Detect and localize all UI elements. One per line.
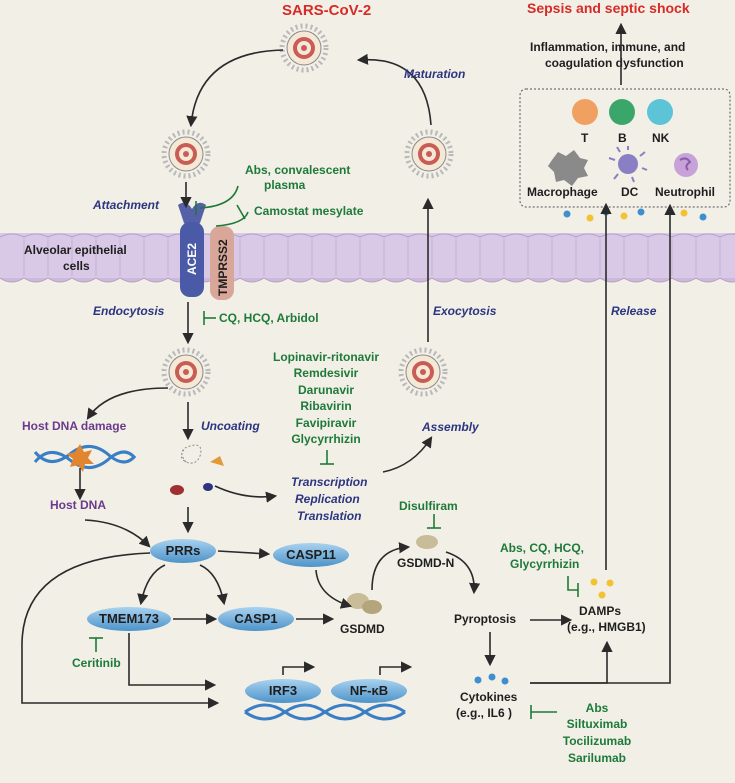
cell-label-t: T xyxy=(581,131,589,145)
immune-cell-box xyxy=(519,88,731,208)
drug-disulfiram: Disulfiram xyxy=(399,499,458,513)
released-particles xyxy=(563,208,707,222)
gsdmd-icon xyxy=(347,593,382,614)
virus-icon-attachment xyxy=(164,132,208,176)
immune-cells xyxy=(548,99,698,186)
pyroptosis-label: Pyroptosis xyxy=(454,612,516,626)
cell-label-b: B xyxy=(618,131,627,145)
drug-damp-2: Glycyrrhizin xyxy=(510,557,579,571)
drug-remdesivir: Remdesivir xyxy=(294,366,359,380)
dna-damage-icon xyxy=(33,444,137,472)
host-dna-label: Host DNA xyxy=(50,498,106,512)
tmem173-label: TMEM173 xyxy=(99,611,159,626)
tmprss2-label: TMPRSS2 xyxy=(216,239,230,296)
host-dna-damage-label: Host DNA damage xyxy=(22,419,127,433)
virus-icon-assembly xyxy=(401,350,445,394)
virus-icon-top xyxy=(282,26,326,70)
inflammation-line-1: Inflammation, immune, and xyxy=(530,40,685,54)
prrs-node xyxy=(150,539,216,563)
diagram-title: SARS-CoV-2 xyxy=(282,2,371,19)
cell-layer-label-1: Alveolar epithelial xyxy=(24,243,127,257)
nfkb-node xyxy=(331,679,407,703)
cell-label-macrophage: Macrophage xyxy=(527,185,598,199)
drug-ribavirin: Ribavirin xyxy=(300,399,351,413)
inflammation-line-2: coagulation dysfunction xyxy=(545,56,684,70)
inhibition-marks xyxy=(89,185,579,719)
step-exocytosis: Exocytosis xyxy=(433,304,497,318)
irf3-promoter-arrow xyxy=(282,661,316,675)
macrophage-icon xyxy=(548,150,588,186)
drug-abs-plasma-2: plasma xyxy=(264,178,306,192)
step-transcription: Transcription xyxy=(291,475,367,489)
drug-favipiravir: Favipiravir xyxy=(296,416,357,430)
pathway-arrows xyxy=(21,22,676,709)
cytokines-label-2: (e.g., IL6 ) xyxy=(456,706,512,720)
damps-particles xyxy=(590,578,614,599)
casp1-node xyxy=(218,607,294,631)
gsdmd-n-icon xyxy=(416,535,438,549)
damps-label-1: DAMPs xyxy=(579,604,621,618)
alveolar-membrane xyxy=(0,233,735,283)
drug-darunavir: Darunavir xyxy=(298,383,354,397)
dc-cell-icon xyxy=(608,146,648,183)
drug-glycyrrhizin: Glycyrrhizin xyxy=(291,432,360,446)
t-cell-icon xyxy=(572,99,598,125)
ace2-receptor: ACE2 xyxy=(178,202,206,297)
gsdmd-label: GSDMD xyxy=(340,622,385,636)
nk-cell-icon xyxy=(647,99,673,125)
casp1-label: CASP1 xyxy=(234,611,277,626)
casp11-node xyxy=(273,543,349,567)
uncoated-rna-icon xyxy=(170,444,224,495)
drug-damp-1: Abs, CQ, HCQ, xyxy=(500,541,584,555)
cell-layer-label-2: cells xyxy=(63,259,90,273)
drug-tocilizumab: Tocilizumab xyxy=(563,734,631,748)
step-translation: Translation xyxy=(297,509,361,523)
cell-label-dc: DC xyxy=(621,185,639,199)
step-replication: Replication xyxy=(295,492,360,506)
step-maturation: Maturation xyxy=(404,67,465,81)
cell-label-neutrophil: Neutrophil xyxy=(655,185,715,199)
b-cell-icon xyxy=(609,99,635,125)
damps-label-2: (e.g., HMGB1) xyxy=(567,620,646,634)
irf3-node xyxy=(245,679,321,703)
drug-siltuximab: Siltuximab xyxy=(567,717,628,731)
nfkb-label: NF-κB xyxy=(350,683,388,698)
step-assembly: Assembly xyxy=(421,420,480,434)
tmprss2-receptor: TMPRSS2 xyxy=(210,226,234,300)
prrs-label: PRRs xyxy=(166,543,201,558)
step-release: Release xyxy=(611,304,657,318)
cytokine-particles xyxy=(474,673,509,685)
drug-lopinavir: Lopinavir-ritonavir xyxy=(273,350,379,364)
casp11-label: CASP11 xyxy=(286,547,336,562)
drug-abs: Abs xyxy=(586,701,609,715)
cytokines-label-1: Cytokines xyxy=(460,690,518,704)
virus-icon-endocytosis xyxy=(164,350,208,394)
drug-camostat: Camostat mesylate xyxy=(254,204,364,218)
step-attachment: Attachment xyxy=(92,198,160,212)
virus-icon-maturation xyxy=(407,132,451,176)
gsdmd-n-label: GSDMD-N xyxy=(397,556,454,570)
drug-sarilumab: Sarilumab xyxy=(568,751,626,765)
nfkb-promoter-arrow xyxy=(379,661,413,675)
cell-label-nk: NK xyxy=(652,131,670,145)
irf3-label: IRF3 xyxy=(269,683,297,698)
drug-abs-plasma-1: Abs, convalescent xyxy=(245,163,350,177)
drug-cq-hcq-arbidol: CQ, HCQ, Arbidol xyxy=(219,311,319,325)
step-endocytosis: Endocytosis xyxy=(93,304,165,318)
nuclear-dna-icon xyxy=(244,703,406,721)
step-uncoating: Uncoating xyxy=(201,419,260,433)
outcome-title: Sepsis and septic shock xyxy=(527,0,690,16)
ace2-label: ACE2 xyxy=(185,243,199,275)
tmem173-node xyxy=(87,607,171,631)
drug-ceritinib: Ceritinib xyxy=(72,656,121,670)
